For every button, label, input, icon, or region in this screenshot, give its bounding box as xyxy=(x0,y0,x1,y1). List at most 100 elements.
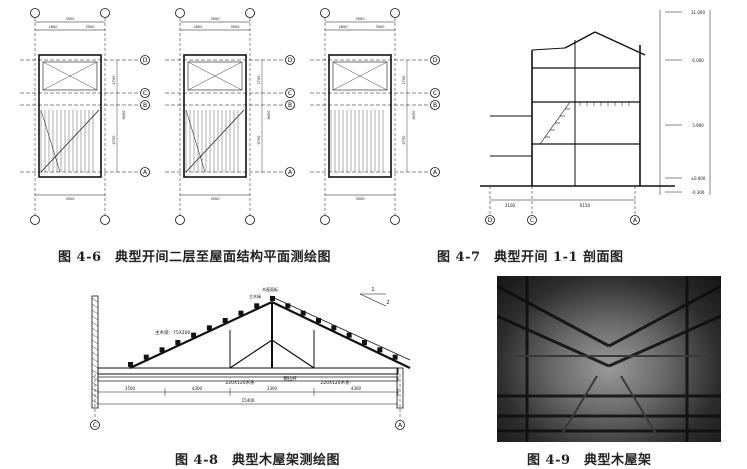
dimension-label: 6750 xyxy=(112,136,116,145)
axis-bubble xyxy=(430,167,440,177)
axis-label: B xyxy=(288,102,292,109)
axis-bubble xyxy=(100,8,110,18)
dimension-label: 2700 xyxy=(402,76,406,85)
purlin xyxy=(331,325,337,331)
dimension-label: 6750 xyxy=(257,136,261,145)
dimension-label: 3500 xyxy=(125,386,136,391)
axis-bubble xyxy=(527,215,537,225)
purlin xyxy=(254,303,260,309)
axis-bubble xyxy=(100,215,110,225)
axis-label: A xyxy=(143,169,148,176)
plan-outline xyxy=(183,54,247,178)
drawing-line xyxy=(185,109,206,173)
drawing-line xyxy=(91,351,99,357)
axis-bubble xyxy=(430,88,440,98)
roof-truss-photo xyxy=(497,276,721,442)
caption-fig-4-8: 图 4-8 典型木屋架测绘图 xyxy=(175,453,341,468)
dimension-label: 3500 xyxy=(211,17,220,21)
photo-rafters xyxy=(497,276,721,442)
slope-label: 1 xyxy=(371,287,374,293)
dimension-label: 3500 xyxy=(376,25,385,29)
axis-bubble xyxy=(320,8,330,18)
dimension-label: 4300 xyxy=(351,386,362,391)
drawing-line xyxy=(271,301,411,369)
caption-fig-4-6: 图 4-6 典型开间二层至屋面结构平面测绘图 xyxy=(58,250,332,265)
elevation-label: -0.300 xyxy=(692,190,705,195)
dimension-label: 6150 xyxy=(580,203,591,208)
plan-room xyxy=(332,61,388,91)
axis-label: C xyxy=(433,90,437,97)
plan-room xyxy=(187,61,243,91)
plan-outline xyxy=(328,54,392,178)
dimension-label: 2700 xyxy=(112,76,116,85)
axis-bubble xyxy=(30,215,40,225)
dimension-label: 2800 xyxy=(339,25,348,29)
drawing-line xyxy=(531,47,566,51)
axis-bubble xyxy=(390,8,400,18)
drawing-line xyxy=(539,101,571,145)
drawing-line xyxy=(91,315,99,321)
purlin xyxy=(270,296,275,301)
drawing-line xyxy=(42,61,98,91)
purlin xyxy=(206,325,212,331)
slope-label: 2 xyxy=(386,300,389,306)
truss-label: 木屋面板 xyxy=(262,286,278,292)
dimension-label: 3500 xyxy=(86,25,95,29)
axis-bubble xyxy=(630,215,640,225)
drawing-line xyxy=(91,369,99,375)
elevation-label: 6.000 xyxy=(692,58,704,63)
caption-fig-4-9: 图 4-9 典型木屋架 xyxy=(527,453,652,468)
drawing-line xyxy=(40,109,100,173)
dimension-label: 3500 xyxy=(231,25,240,29)
plan-room xyxy=(42,61,98,91)
axis-bubble xyxy=(390,215,400,225)
drawing-line xyxy=(359,293,387,307)
drawing-line xyxy=(91,327,99,333)
axis-bubble xyxy=(285,167,295,177)
drawing-line xyxy=(271,339,315,369)
purlin xyxy=(285,303,291,309)
axis-bubble xyxy=(140,88,150,98)
axis-label: A xyxy=(288,169,293,176)
axis-label: D xyxy=(143,57,148,64)
purlin xyxy=(316,318,321,323)
axis-label: A xyxy=(633,217,638,224)
drawing-line xyxy=(187,61,243,91)
axis-bubble xyxy=(430,55,440,65)
purlin xyxy=(143,354,149,360)
axis-bubble xyxy=(245,8,255,18)
purlin xyxy=(346,332,352,338)
axis-bubble xyxy=(30,8,40,18)
axis-bubble xyxy=(395,420,405,430)
elevation-label: 11.000 xyxy=(691,10,705,15)
axis-bubble xyxy=(285,55,295,65)
dimension-label: 3500 xyxy=(66,17,75,21)
purlin xyxy=(377,347,383,353)
plan-outline xyxy=(38,54,102,178)
axis-label: A xyxy=(398,422,403,429)
purlin xyxy=(300,310,306,316)
axis-label: C xyxy=(530,217,534,224)
purlin xyxy=(392,354,398,360)
drawing-line xyxy=(91,321,99,327)
dimension-label: 3500 xyxy=(356,17,365,21)
truss-label: 主木梁：75X200 xyxy=(155,329,191,336)
axis-bubble xyxy=(175,215,185,225)
drawing-line xyxy=(91,309,99,315)
drawing-line xyxy=(229,339,273,369)
drawing-line xyxy=(91,297,99,303)
axis-bubble xyxy=(140,55,150,65)
dimension-label: 4300 xyxy=(192,386,203,391)
axis-bubble xyxy=(245,215,255,225)
drawing-line xyxy=(91,357,99,363)
drawing-line xyxy=(185,109,245,173)
axis-bubble xyxy=(320,215,330,225)
purlin xyxy=(128,362,133,367)
axis-label: C xyxy=(93,422,97,429)
drawing-line xyxy=(40,109,61,173)
purlin xyxy=(238,310,244,316)
dimension-label: 2800 xyxy=(194,25,203,29)
